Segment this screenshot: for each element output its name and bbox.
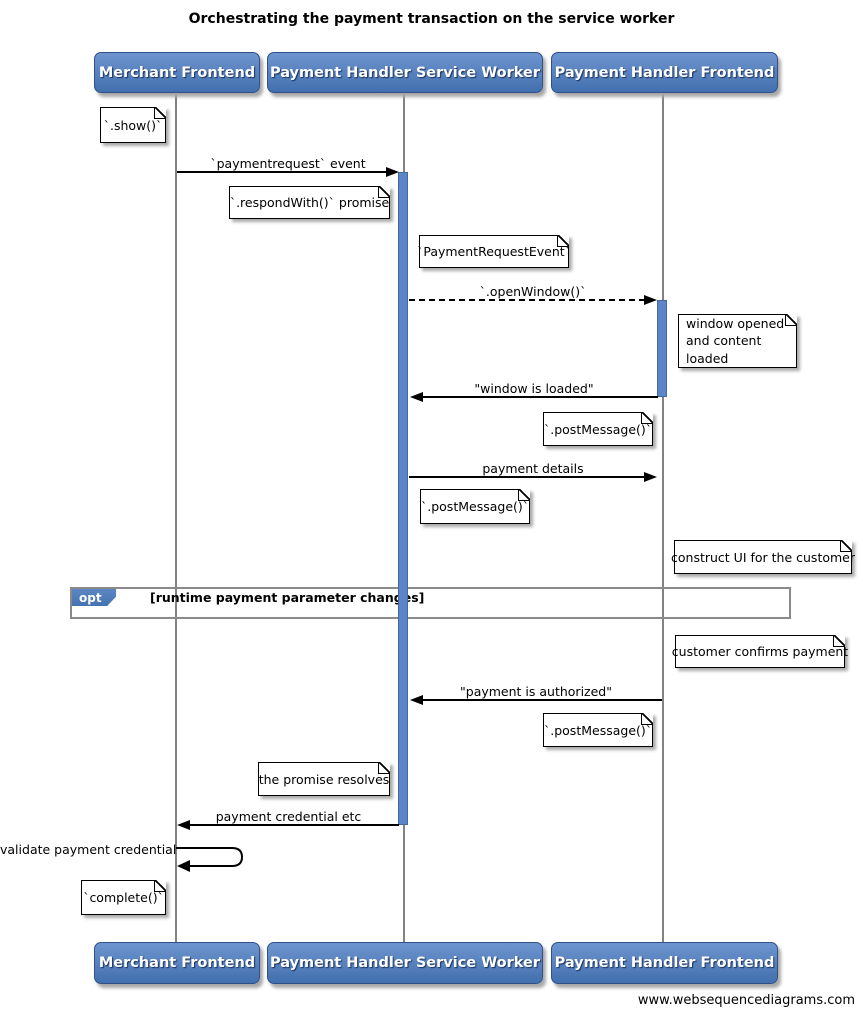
activation-bar-service-worker [398,172,408,825]
message-label: payment credential etc [215,809,362,824]
message-line [422,396,658,398]
diagram-title: Orchestrating the payment transaction on… [188,11,675,27]
message-label: payment details [482,461,584,476]
opt-fragment: opt [runtime payment parameter changes] [70,587,791,619]
note-promise-resolves: the promise resolves [258,762,390,796]
note-customer-confirms: customer confirms payment [672,635,848,668]
arrowhead-right-icon [386,167,399,177]
arrowhead-right-icon [644,295,657,305]
arrowhead-left-icon [410,695,423,705]
note-postmessage-2: `.postMessage()` [420,489,530,524]
message-line-dashed [409,299,645,301]
note-window-opened: window opened and content loaded [678,314,797,368]
message-line [190,824,399,826]
fragment-operator-badge: opt [72,589,116,606]
self-message-arrow [176,847,244,872]
actor-box-handler-frontend-bottom: Payment Handler Frontend [551,942,778,984]
message-line [409,476,645,478]
watermark: www.websequencediagrams.com [637,993,855,1008]
note-postmessage-1: `.postMessage()` [543,412,653,446]
self-message-label: validate payment credential [0,842,177,857]
message-label: "window is loaded" [474,381,594,396]
note-complete: `complete()` [81,880,166,915]
actor-box-merchant-frontend-top: Merchant Frontend [94,52,260,93]
actor-box-service-worker-bottom: Payment Handler Service Worker [267,942,543,984]
note-postmessage-3: `.postMessage()` [543,713,653,747]
fragment-guard-label: [runtime payment parameter changes] [150,590,425,605]
arrowhead-left-icon [410,392,423,402]
lifeline-merchant-frontend [175,91,177,942]
note-show: `.show()` [100,107,166,143]
message-line [177,171,387,173]
message-line [422,699,662,701]
note-paymentrequestevent: `PaymentRequestEvent` [417,235,571,268]
actor-box-merchant-frontend-bottom: Merchant Frontend [94,942,260,984]
note-construct-ui: construct UI for the customer [671,540,855,574]
lifeline-handler-frontend [662,91,664,942]
message-label: `paymentrequest` event [210,156,366,171]
actor-box-handler-frontend-top: Payment Handler Frontend [551,52,778,93]
message-label: "payment is authorized" [460,684,612,699]
note-respondwith-promise: `.respondWith()` promise [229,186,390,219]
arrowhead-right-icon [644,472,657,482]
activation-bar-handler-frontend [657,300,667,397]
arrowhead-left-icon [177,820,190,830]
message-label: `.openWindow()` [479,284,587,299]
actor-box-service-worker-top: Payment Handler Service Worker [267,52,543,93]
